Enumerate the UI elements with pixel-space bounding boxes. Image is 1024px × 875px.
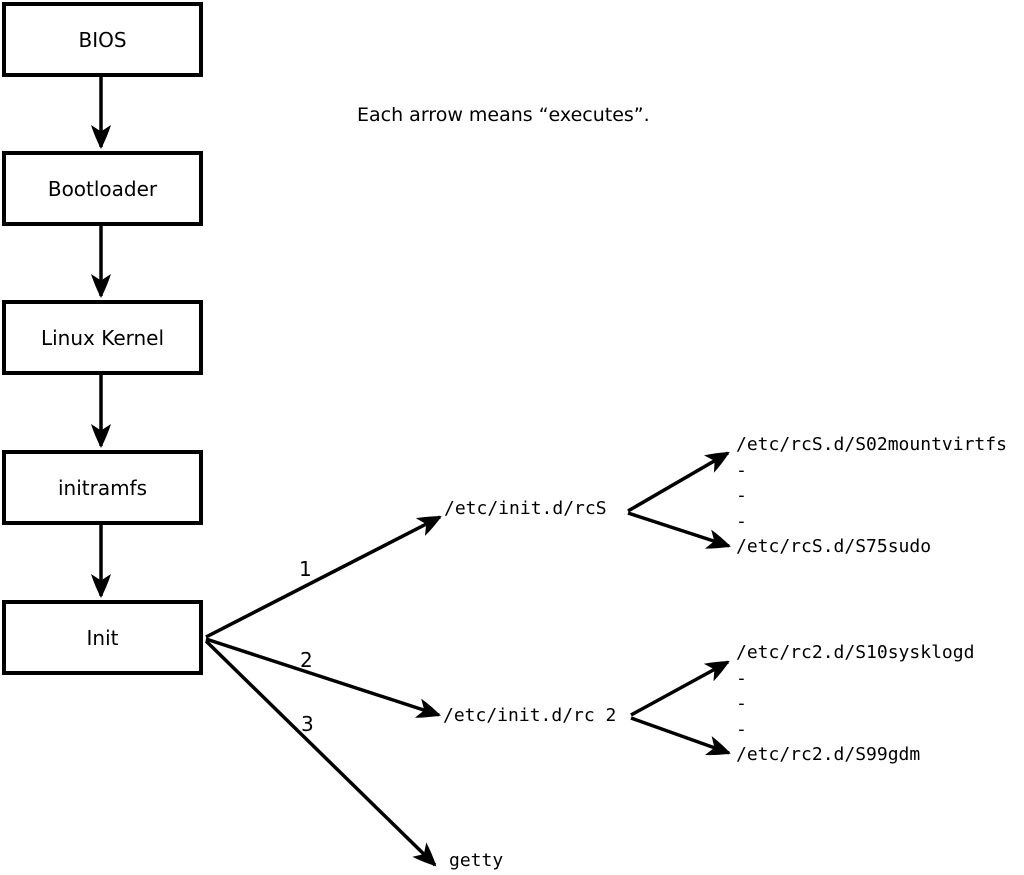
- box-bootloader: Bootloader: [2, 151, 203, 226]
- leaf-item: -: [736, 693, 747, 715]
- arrow-rc2-to-S10sysklogd: [630, 660, 730, 717]
- leaf-item: /etc/rcS.d/S02mountvirtfs: [736, 434, 1007, 455]
- arrow-init-to-getty: [204, 639, 437, 867]
- leaf-item: /etc/rcS.d/S75sudo: [736, 536, 932, 558]
- leaf-item: -: [736, 459, 747, 481]
- leaf-item: -: [736, 510, 747, 532]
- leaf-item: /etc/rc2.d/S99gdm: [736, 744, 921, 766]
- branch-2-children: /etc/rc2.d/S10sysklogd - - - /etc/rc2.d/…: [736, 640, 974, 768]
- arrow-rcS-to-S75sudo: [627, 511, 731, 549]
- leaf-item: -: [736, 485, 747, 507]
- arrow-init-to-rcS: [205, 515, 442, 639]
- box-linux-kernel: Linux Kernel: [2, 300, 203, 375]
- box-initramfs-label: initramfs: [57, 475, 148, 500]
- arrow-init-to-rc2: [205, 637, 441, 718]
- leaf-item: -: [736, 667, 747, 689]
- branch-2-target: /etc/init.d/rc 2: [443, 705, 617, 726]
- box-bios: BIOS: [2, 2, 203, 77]
- branch-1-target: /etc/init.d/rcS: [444, 498, 607, 519]
- leaf-item: /etc/rc2.d/S10sysklogd: [736, 642, 975, 663]
- box-linux-kernel-label: Linux Kernel: [40, 325, 165, 350]
- leaf-item: -: [736, 718, 747, 740]
- arrow-rcS-to-S02mountvirtfs: [627, 451, 730, 513]
- branch-3-target: getty: [449, 850, 504, 871]
- box-initramfs: initramfs: [2, 450, 203, 525]
- arrow-rc2-to-S99gdm: [630, 716, 731, 756]
- branch-2-number: 2: [300, 648, 313, 672]
- branch-3-number: 3: [301, 712, 314, 736]
- box-bootloader-label: Bootloader: [47, 176, 158, 201]
- box-init: Init: [2, 600, 203, 675]
- branch-1-children: /etc/rcS.d/S02mountvirtfs - - - /etc/rcS…: [736, 432, 1007, 560]
- branch-1-number: 1: [299, 557, 312, 581]
- diagram-caption: Each arrow means “executes”.: [357, 104, 650, 126]
- box-bios-label: BIOS: [78, 27, 127, 52]
- box-init-label: Init: [86, 625, 119, 650]
